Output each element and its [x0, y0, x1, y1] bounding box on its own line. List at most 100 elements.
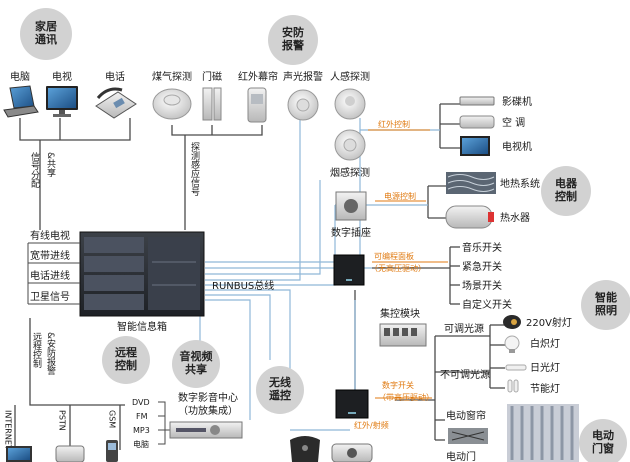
external-networks: INTERNET PSTN GSM: [4, 410, 118, 462]
av-source-mp3: MP3: [133, 426, 150, 435]
pir-detector-icon: [334, 88, 366, 120]
non-dimmable-source-label: 不可调光源: [440, 368, 490, 381]
circle-curtain: 电动门窗: [579, 419, 627, 462]
and-alarm-label: &安防报警: [45, 332, 56, 376]
digital-switch-label-1: 数字开关: [382, 380, 414, 390]
fluorescent-icon: [505, 364, 527, 371]
remote-control-label: 远程控制: [31, 332, 42, 368]
smoke-detector-label: 烟感探测: [330, 166, 370, 179]
internet-label: INTERNET: [4, 410, 13, 450]
wireless-group: 红外/射频: [290, 420, 389, 462]
circle-lighting-label: 智能照明: [595, 290, 617, 317]
incoming-lines: 有线电视 宽带进线 电话进线 卫星信号: [27, 229, 80, 305]
telephone-icon: [95, 87, 137, 119]
door-sensor-icon: [202, 87, 222, 121]
digital-switch-group: 数字开关 （带高压驱动） 电动窗帘 电动门: [335, 380, 579, 462]
dvd-player-icon: [459, 96, 495, 106]
amplifier-icon: [169, 421, 243, 439]
runbus-label: RUNBUS总线: [212, 279, 274, 292]
door-sensor-label: 门磁: [202, 70, 222, 83]
circle-home-comm: 家居通讯: [20, 8, 72, 60]
light-fluorescent: 日光灯: [530, 361, 560, 374]
digital-socket-icon: [335, 191, 367, 221]
siren-icon: [287, 89, 319, 121]
ir-device-ac: 空 调: [502, 116, 525, 129]
remote-keypad-icon: [331, 443, 373, 462]
input-cable-tv: 有线电视: [30, 229, 70, 242]
bottom-mobile-icon: [106, 440, 118, 462]
gas-detector-label: 煤气探测: [152, 70, 192, 83]
category-circles: 家居通讯 安防报警 电器控制 智能照明 远程控制 音视频共享 无线遥控 电动门: [20, 8, 630, 462]
gsm-label: GSM: [108, 410, 117, 428]
scene-panel-icon: [333, 254, 365, 286]
digital-switch-label-2: （带高压驱动）: [378, 392, 434, 402]
switch-music: 音乐开关: [462, 241, 502, 254]
circle-av-share-label: 音视频共享: [180, 349, 213, 376]
control-module-title: 集控模块: [380, 307, 420, 320]
power-device-floor-heating: 地热系统: [500, 177, 540, 190]
phone-label: 电话: [105, 70, 125, 83]
gas-detector-icon: [152, 88, 192, 120]
water-heater-icon: [445, 205, 494, 229]
circle-lighting: 智能照明: [581, 280, 630, 330]
scene-panel-label-1: 可编程面板: [374, 251, 414, 261]
circle-remote: 远程控制: [102, 336, 150, 384]
circle-remote-label: 远程控制: [115, 345, 137, 372]
bottom-phone-icon: [55, 445, 85, 462]
circle-wireless-label: 无线遥控: [268, 375, 291, 402]
probe-signal-label: 探测感应信号: [189, 141, 200, 197]
pstn-label: PSTN: [58, 410, 67, 431]
bulb-icon: [504, 335, 520, 353]
circle-curtain-label: 电动门窗: [592, 428, 614, 455]
ir-curtain-label: 红外幕帘: [238, 70, 278, 83]
smoke-detector-icon: [334, 129, 366, 161]
switch-custom: 自定义开关: [462, 298, 512, 311]
ir-control-label: 红外控制: [378, 119, 410, 129]
digital-socket-label: 数字插座: [331, 226, 371, 239]
switch-scene: 场景开关: [462, 279, 502, 292]
ir-device-tv: 电视机: [502, 140, 532, 153]
siren-label: 声光报警: [283, 70, 323, 83]
remote-control-icon: [290, 436, 320, 462]
power-control-label: 电源控制: [384, 191, 416, 201]
av-center-subtitle: （功放集成）: [178, 404, 238, 417]
tv-monitor-icon: [46, 86, 78, 117]
smart-info-box: 智能信息箱: [79, 231, 205, 333]
tv-set-icon: [460, 136, 490, 156]
curtain-motor-icon: [448, 428, 488, 444]
computer-label: 电脑: [10, 70, 30, 83]
control-highlight-lines: [368, 129, 448, 399]
power-device-water-heater: 热水器: [500, 211, 530, 224]
input-broadband: 宽带进线: [30, 249, 70, 262]
signal-split-label: 信号分配: [29, 151, 40, 189]
input-satellite: 卫星信号: [30, 291, 70, 303]
light-spot-220v: 220V射灯: [526, 317, 572, 329]
input-phone-line: 电话进线: [30, 269, 70, 282]
av-source-dvd: DVD: [132, 398, 150, 407]
circle-appliance: 电器控制: [541, 166, 591, 216]
ir-device-dvd: 影碟机: [502, 95, 532, 108]
ir-rf-label: 红外/射频: [354, 420, 389, 430]
info-box-title: 智能信息箱: [117, 320, 167, 333]
bottom-computer-icon: [6, 446, 32, 462]
av-center: 数字影音中心 （功放集成） DVD FM MP3 电脑: [132, 391, 243, 449]
power-control-group: 数字插座 电源控制 地热系统 热水器: [331, 172, 540, 239]
circle-wireless: 无线遥控: [256, 366, 304, 414]
circle-security-label: 安防报警: [282, 25, 304, 52]
ir-control-group: 红外控制 影碟机 空 调 电视机: [378, 95, 532, 156]
light-energy-saving: 节能灯: [530, 382, 560, 395]
and-share-label: &共享: [45, 152, 56, 177]
circle-home-comm-label: 家居通讯: [35, 19, 57, 46]
comm-devices: 电脑 电视 电话 信号分配 &共享: [3, 70, 137, 189]
circle-appliance-label: 电器控制: [555, 176, 578, 203]
floor-heating-icon: [446, 172, 496, 194]
scene-panel-group: 可编程面板 （无高压驱动） 音乐开关 紧急开关 场景开关 自定义开关: [333, 241, 512, 311]
garage-door-label: 电动门: [446, 450, 476, 462]
wiring: [14, 103, 505, 450]
pir-label: 人感探测: [330, 70, 370, 83]
laptop-icon: [3, 85, 39, 118]
curtain-photo-icon: [507, 404, 579, 462]
av-source-pc: 电脑: [133, 439, 149, 449]
tv-label: 电视: [52, 70, 72, 83]
